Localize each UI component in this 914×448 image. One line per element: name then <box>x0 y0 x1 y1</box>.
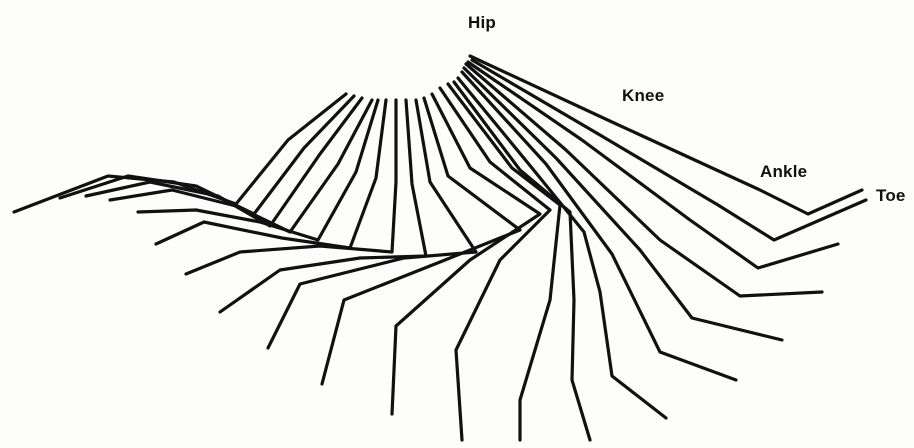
hip-label: Hip <box>468 13 496 33</box>
leg-stick-13 <box>268 100 476 348</box>
leg-stick-1 <box>470 56 862 214</box>
leg-stick-15 <box>186 100 396 274</box>
leg-stick-6 <box>462 72 736 380</box>
toe-label: Toe <box>876 186 906 206</box>
leg-stick-9 <box>448 84 560 440</box>
knee-label: Knee <box>622 86 664 106</box>
leg-stick-21 <box>14 94 346 212</box>
leg-stick-20 <box>60 96 354 214</box>
ankle-label: Ankle <box>760 162 807 182</box>
leg-stick-19 <box>86 98 362 226</box>
